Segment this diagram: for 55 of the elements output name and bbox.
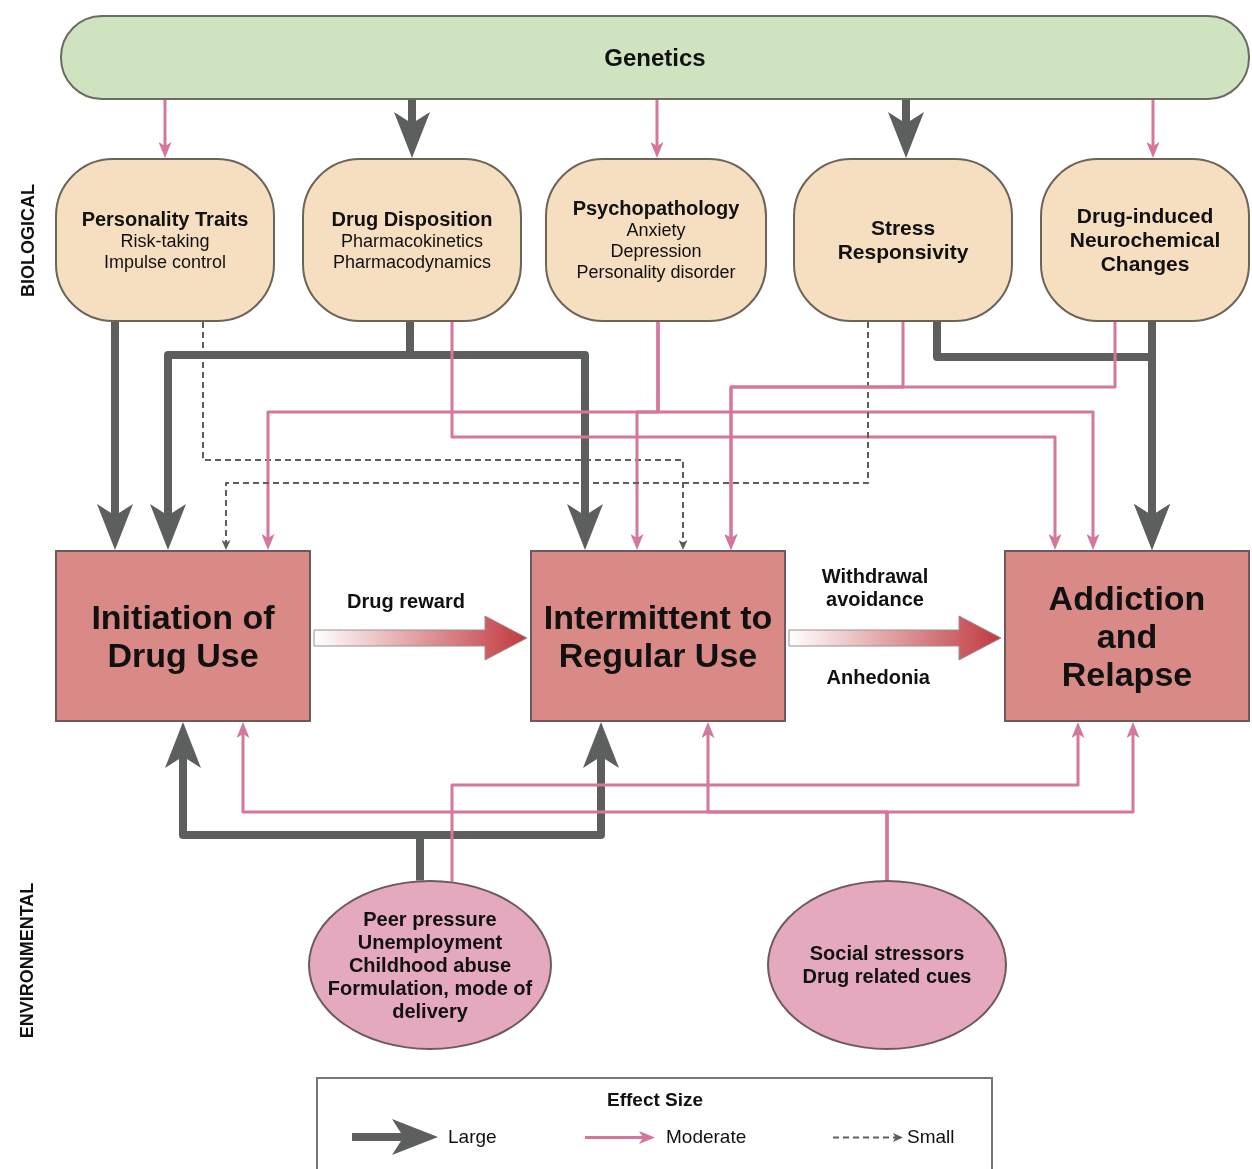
- block-arrow: [788, 615, 1002, 661]
- side-label: ENVIRONMENTAL: [17, 882, 39, 1038]
- arrow: [650, 100, 664, 158]
- factor-bubble: [302, 158, 522, 322]
- stage-box: [55, 550, 311, 722]
- factor-text: Unemployment: [357, 930, 503, 954]
- arrow: [885, 722, 1140, 880]
- factor-text: Childhood abuse: [348, 953, 512, 977]
- arrow: [416, 722, 619, 881]
- factor-bubble: [55, 158, 275, 322]
- arrow: [450, 322, 1062, 550]
- arrow: [221, 321, 869, 550]
- factor-text: Personality Traits: [81, 207, 249, 231]
- arrow: [394, 100, 430, 158]
- stage-box: [530, 550, 786, 722]
- stage-title: Intermittent to Regular Use: [542, 597, 774, 675]
- factor-text: Drug-induced Neurochemical Changes: [1068, 203, 1222, 277]
- factor-detail: Risk-taking: [120, 230, 210, 252]
- edge-note: Anhedonia: [826, 665, 930, 689]
- arrow: [1134, 322, 1170, 550]
- stage-title: Initiation of Drug Use: [90, 597, 276, 675]
- stage-title: Addiction and Relapse: [1047, 578, 1207, 694]
- factor-text: Peer pressure: [363, 907, 497, 931]
- factor-text: Formulation, mode of delivery: [326, 976, 534, 1023]
- arrow: [656, 322, 1100, 550]
- factor-bubble: [545, 158, 767, 322]
- arrow: [888, 100, 924, 158]
- arrow: [724, 322, 1117, 550]
- factor-bubble: [1040, 158, 1250, 322]
- legend-text: Small: [907, 1126, 955, 1148]
- factor-text: Stress Responsivity: [836, 215, 970, 265]
- legend-text: Large: [448, 1126, 497, 1148]
- arrow: [450, 722, 1085, 882]
- factor-bubble: [793, 158, 1013, 322]
- factor-detail: Depression: [610, 241, 702, 262]
- factor-detail: Personality disorder: [576, 261, 736, 283]
- factor-detail: Anxiety: [626, 220, 686, 242]
- factor-text: Social stressors: [809, 942, 965, 965]
- factor-text: Drug Disposition: [331, 207, 493, 231]
- arrow: [1146, 100, 1160, 158]
- legend-text: Moderate: [666, 1126, 747, 1148]
- factor-detail: Pharmacokinetics: [340, 230, 484, 252]
- factor-text: Drug related cues: [802, 965, 972, 988]
- factor-detail: Impulse control: [103, 251, 227, 273]
- side-label: BIOLOGICAL: [17, 183, 39, 297]
- legend-title: Effect Size: [607, 1089, 704, 1111]
- factor-text: Genetics: [604, 43, 706, 72]
- factor-detail: Pharmacodynamics: [332, 251, 492, 273]
- stage-box: [1004, 550, 1250, 722]
- arrow: [202, 321, 688, 550]
- arrow: [158, 100, 172, 158]
- arrow: [97, 322, 133, 550]
- factor-text: Psychopathology: [572, 197, 740, 221]
- arrow: [406, 322, 603, 550]
- block-arrow: [313, 615, 528, 661]
